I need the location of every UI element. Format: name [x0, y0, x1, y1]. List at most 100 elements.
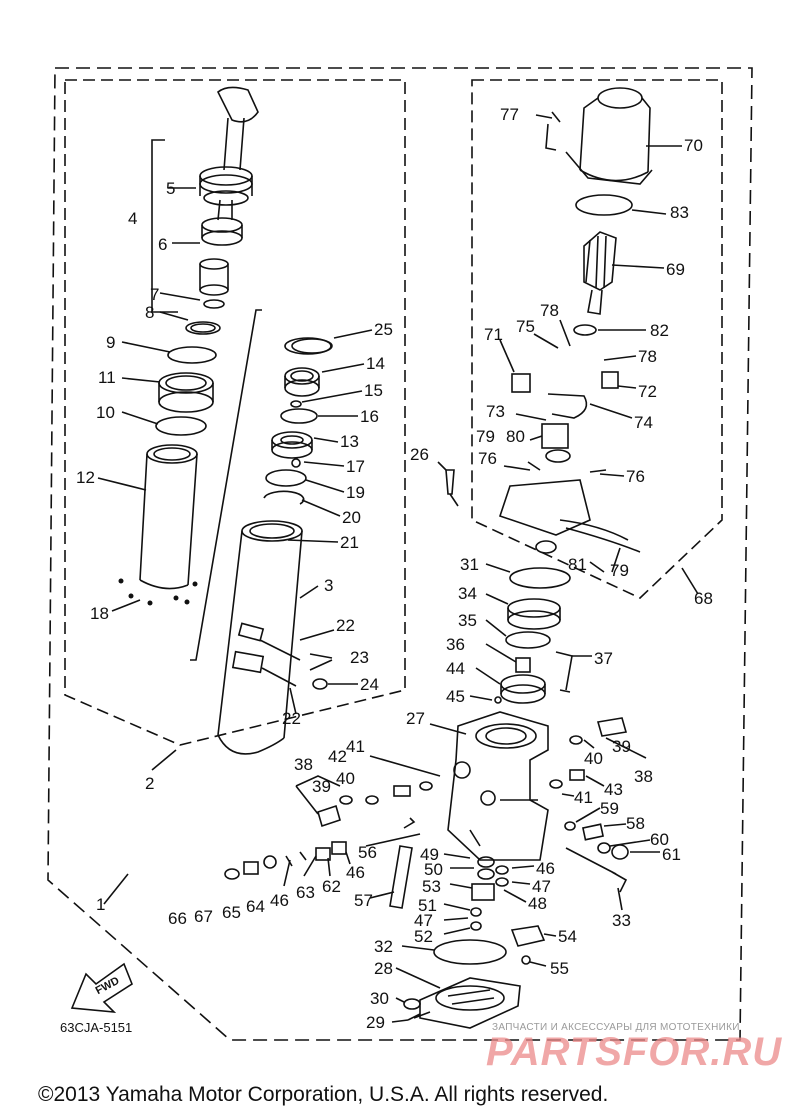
- leader-79a: [529, 435, 543, 441]
- callout-61: 61: [662, 845, 681, 864]
- leader-74: [589, 403, 633, 419]
- leader-29: [391, 1019, 409, 1023]
- callout-4: 4: [128, 209, 138, 228]
- tilt-cylinder-12: [139, 444, 198, 590]
- callout-82: 82: [650, 321, 669, 340]
- leader-57: [369, 891, 395, 899]
- leader-69: [611, 264, 665, 269]
- manifold-27: [447, 711, 549, 861]
- callout-80: 80: [506, 427, 525, 446]
- o-ring-10: [155, 416, 207, 436]
- leader-17: [303, 461, 345, 467]
- callout-12: 12: [76, 468, 95, 487]
- leader-45: [469, 695, 493, 701]
- callout-66: 66: [168, 909, 187, 928]
- o-ring-83: [575, 194, 633, 216]
- o-ring-24: [312, 678, 328, 690]
- callout-76b: 76: [626, 467, 645, 486]
- callout-10: 10: [96, 403, 115, 422]
- ball-45: [494, 696, 502, 704]
- callout-36: 36: [446, 635, 465, 654]
- callout-11: 11: [98, 368, 116, 387]
- valve-58: [564, 821, 629, 860]
- callout-71: 71: [484, 325, 503, 344]
- leader-27: [429, 723, 467, 735]
- callout-41b: 41: [574, 788, 593, 807]
- callout-37: 37: [594, 649, 613, 668]
- leader-26: [437, 461, 447, 471]
- leader-53: [449, 883, 473, 889]
- bolt-77: [535, 111, 561, 151]
- callout-8: 8: [145, 303, 155, 322]
- leader-2: [151, 749, 177, 771]
- leader-14: [321, 363, 365, 373]
- leader-32: [401, 945, 435, 951]
- cover-54: [510, 925, 546, 965]
- washer-82: [573, 324, 597, 336]
- callout-57: 57: [354, 891, 373, 910]
- callout-35: 35: [458, 611, 477, 630]
- callout-28: 28: [374, 959, 393, 978]
- leader-34: [485, 593, 509, 605]
- callout-24: 24: [360, 675, 379, 694]
- fwd-arrow-icon: [70, 962, 133, 1014]
- leader-23: [309, 653, 333, 671]
- leader-18: [111, 599, 141, 612]
- leader-72: [617, 385, 637, 389]
- leader-81: [589, 561, 605, 573]
- callout-38b: 38: [634, 767, 653, 786]
- callout-27: 27: [406, 709, 425, 728]
- callout-21: 21: [340, 533, 359, 552]
- callout-55: 55: [550, 959, 569, 978]
- callout-16: 16: [360, 407, 379, 426]
- callout-32: 32: [374, 937, 393, 956]
- leader-46c: [511, 865, 535, 869]
- leader-40b: [583, 739, 595, 749]
- callout-39a: 39: [312, 777, 331, 796]
- check-valve-stack: [470, 856, 509, 931]
- valve-38b: [549, 717, 628, 789]
- bolt-26: [445, 469, 459, 507]
- leader-38b: [605, 737, 647, 759]
- leader-33: [617, 887, 623, 911]
- callout-6: 6: [158, 235, 168, 254]
- cap-34: [507, 598, 561, 630]
- bolt-29: [407, 1011, 431, 1021]
- callout-54: 54: [558, 927, 577, 946]
- cylinder-head-11: [158, 372, 214, 413]
- leader-38a: [295, 775, 341, 815]
- leader-25: [333, 329, 373, 339]
- callout-43: 43: [604, 780, 623, 799]
- callout-72: 72: [638, 382, 657, 401]
- callout-75: 75: [516, 317, 535, 336]
- bolt-37: [555, 651, 573, 693]
- leader-10: [121, 411, 159, 425]
- leader-28: [395, 967, 441, 989]
- tilt-rod-drawing: [185, 86, 259, 335]
- callout-30: 30: [370, 989, 389, 1008]
- leader-46b: [345, 851, 351, 865]
- callout-2: 2: [145, 774, 155, 793]
- callout-81: 81: [568, 555, 587, 574]
- callout-58: 58: [626, 814, 645, 833]
- leader-47b: [443, 917, 469, 921]
- leader-78b: [603, 355, 637, 361]
- filter-cover-28: [419, 977, 521, 1029]
- leader-46a: [283, 859, 291, 887]
- leader-76b: [599, 473, 625, 477]
- callout-14: 14: [366, 354, 385, 373]
- callout-17: 17: [346, 457, 365, 476]
- callout-70: 70: [684, 136, 703, 155]
- callout-42: 42: [328, 747, 347, 766]
- callout-22b: 22: [282, 709, 301, 728]
- callout-38a: 38: [294, 755, 313, 774]
- callout-13: 13: [340, 432, 359, 451]
- leader-7: [159, 292, 201, 301]
- callout-79a: 79: [476, 427, 495, 446]
- callout-76a: 76: [478, 449, 497, 468]
- diagram-part-code: 63CJA-5151: [60, 1020, 133, 1035]
- o-ring-35: [505, 631, 551, 649]
- callout-23: 23: [350, 648, 369, 667]
- callout-59: 59: [600, 799, 619, 818]
- outer-assembly-boundary: [47, 67, 753, 1041]
